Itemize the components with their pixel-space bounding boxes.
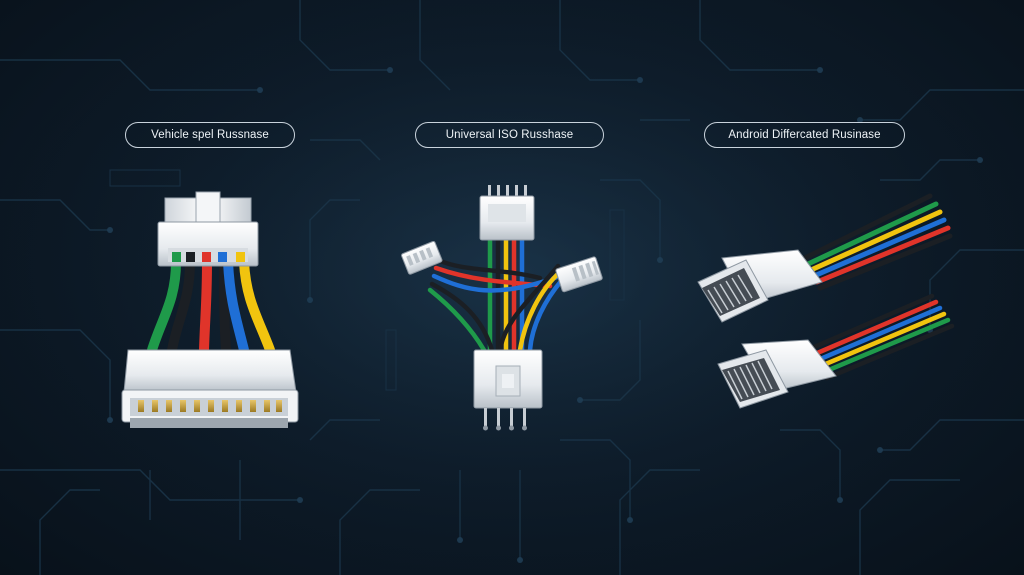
label-vehicle-specific-harness: Vehicle spel Russnase [125, 122, 295, 148]
harness-1-top-connector [157, 191, 259, 267]
universal-iso-harness [401, 185, 603, 431]
harness-3-upper-connector [697, 249, 823, 323]
harness-2-bottom-connector [473, 349, 543, 431]
harness-2-wires [427, 237, 565, 353]
vehicle-specific-harness [121, 191, 299, 428]
android-dedicated-harness [697, 193, 955, 409]
label-universal-iso-text: Universal ISO Russhase [445, 129, 574, 141]
label-universal-iso-harness: Universal ISO Russhase [415, 122, 604, 148]
harness-3-upper-wires [802, 193, 953, 291]
harness-3-lower-wires [809, 293, 955, 381]
label-vehicle-specific-text: Vehicle spel Russnase [151, 129, 269, 141]
label-android-dedicated-text: Android Differcated Rusinase [728, 129, 881, 141]
harness-2-top-connector [479, 185, 535, 241]
harness-2-left-connector [401, 240, 443, 275]
label-android-dedicated-harness: Android Differcated Rusinase [704, 122, 905, 148]
harness-2-right-connector [555, 256, 603, 293]
harness-3-lower-connector [717, 339, 837, 409]
harness-1-bottom-connector [121, 349, 299, 428]
harness-1-wires [147, 257, 275, 355]
